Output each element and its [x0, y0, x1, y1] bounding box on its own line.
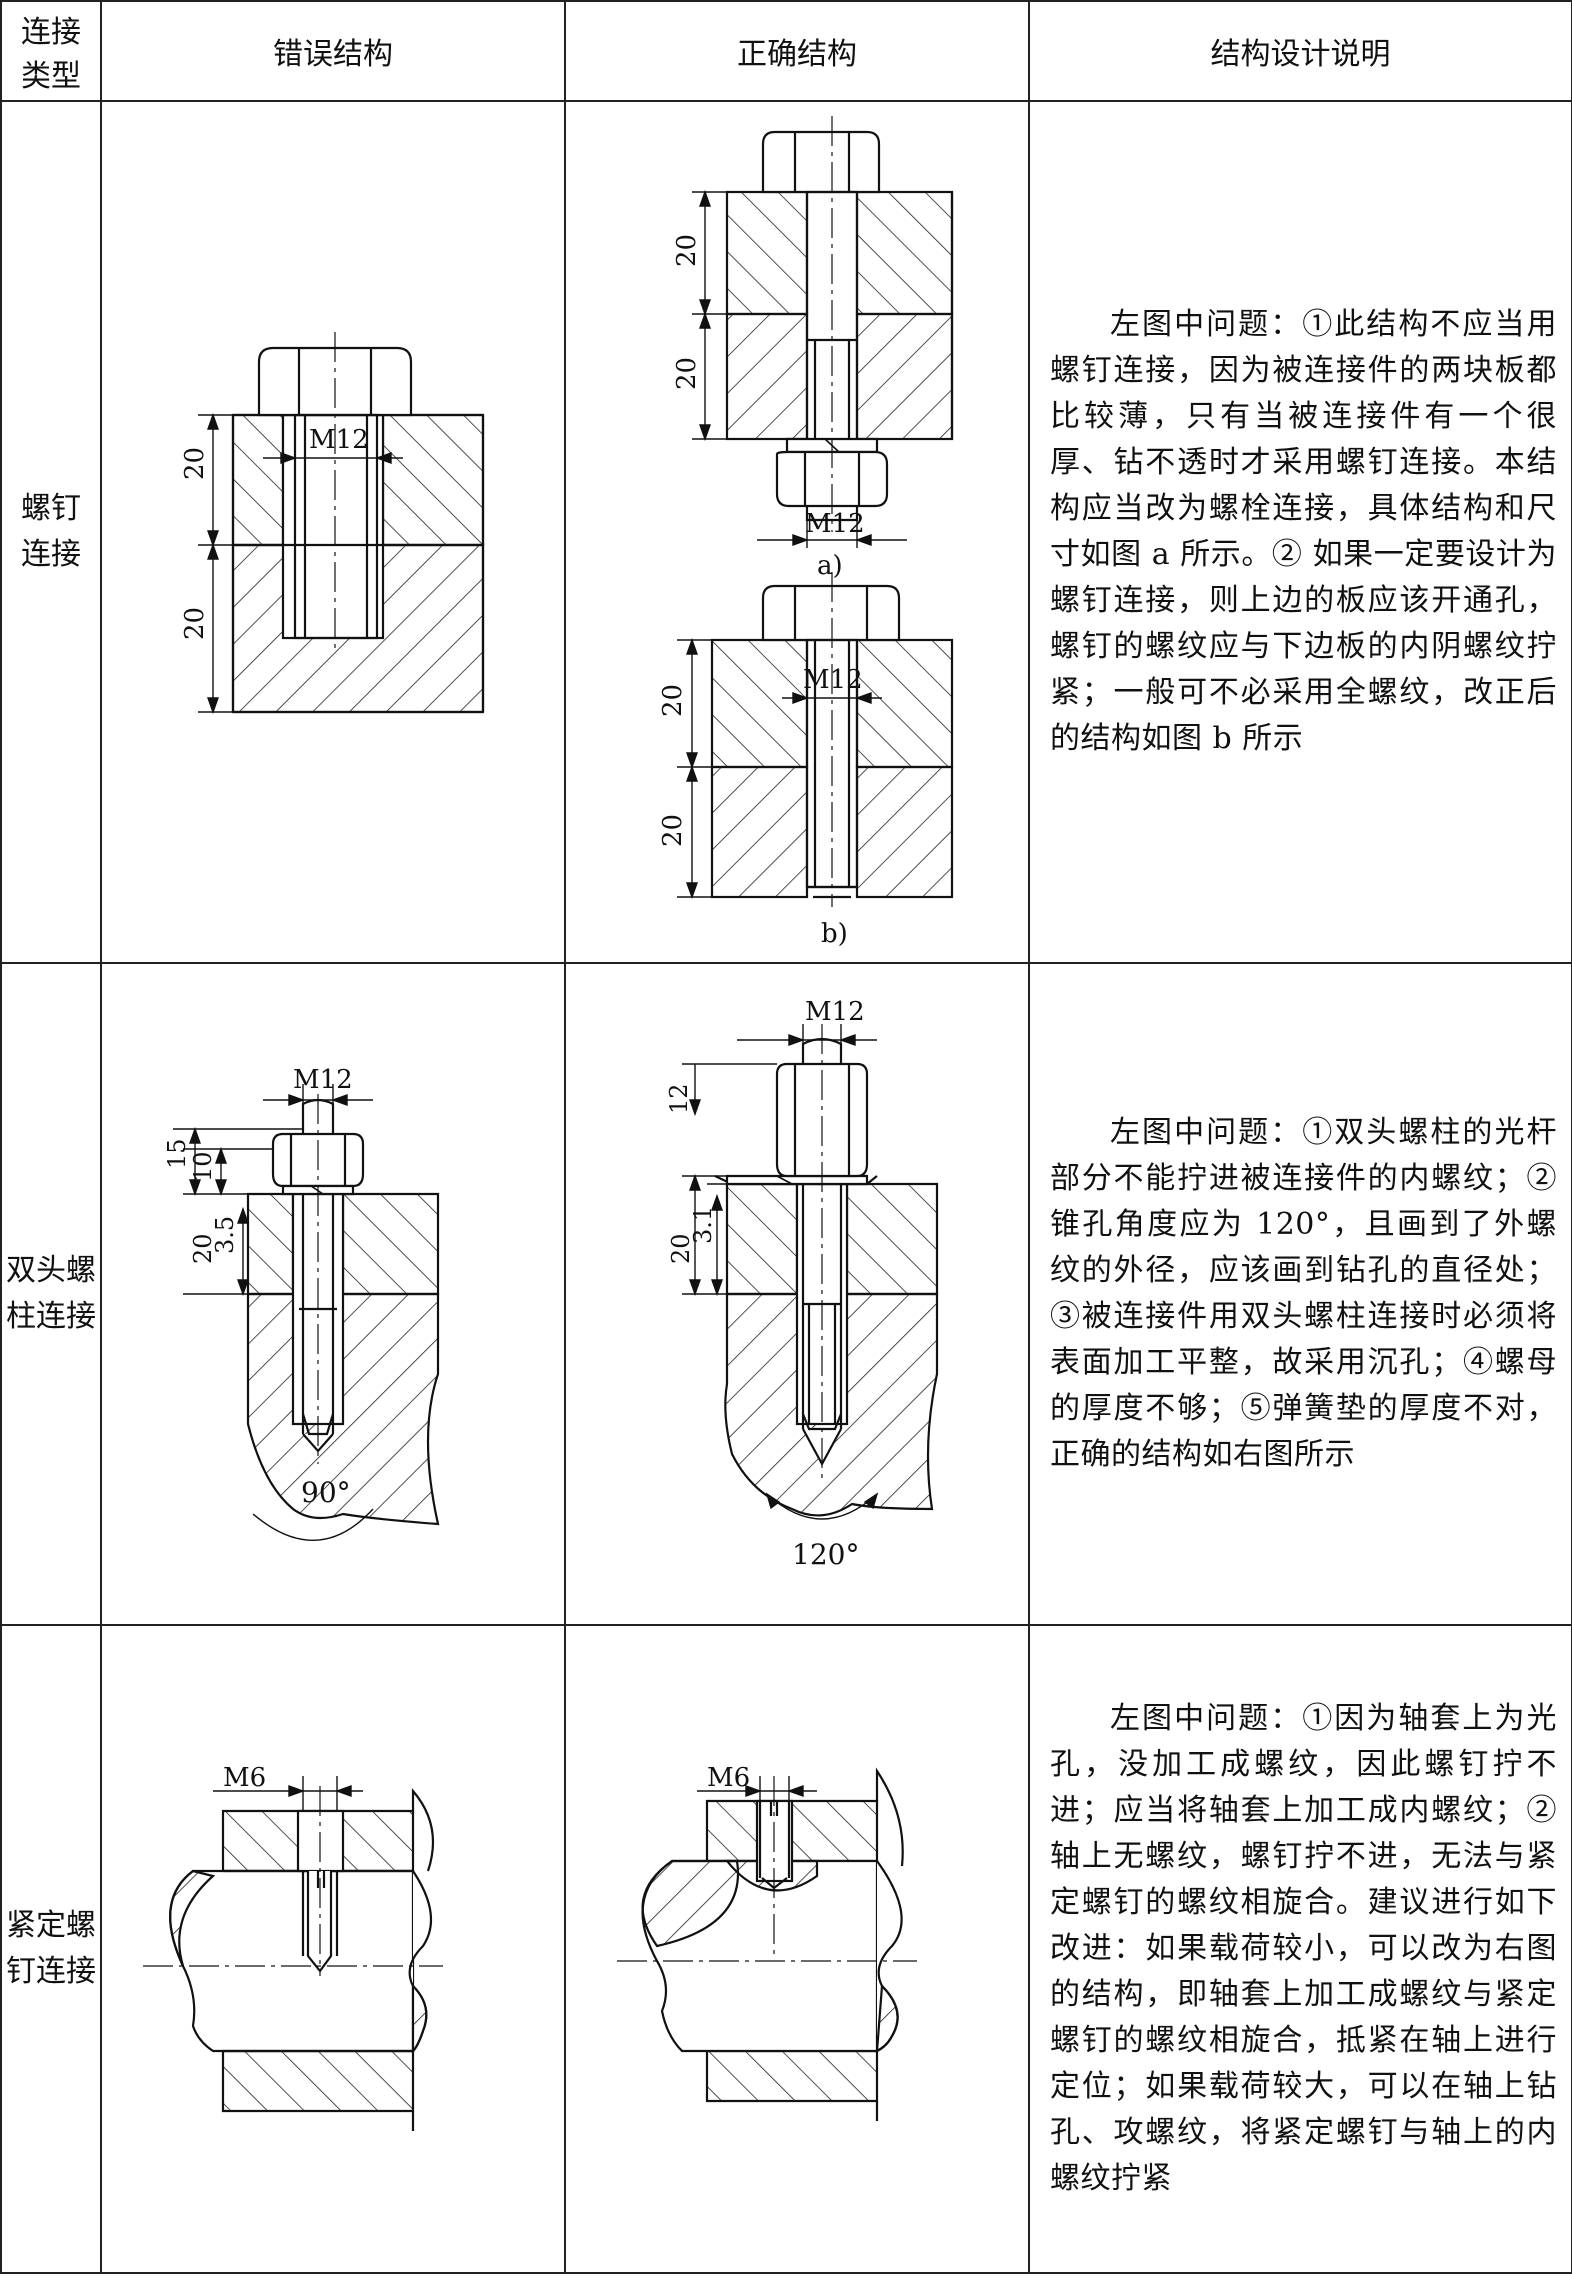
- dim-label: 20: [658, 814, 688, 847]
- right-figure-setscrew: M6: [564, 1624, 1030, 2274]
- desc-stud: 左图中问题：①双头螺柱的光杆部分不能拧进被连接件的内螺纹；② 锥孔角度应为 12…: [1028, 962, 1572, 1626]
- figure-caption-a: a): [817, 551, 843, 581]
- header-type-line1: 连接: [21, 15, 81, 50]
- type-line: 连接: [21, 537, 81, 572]
- desc-setscrew: 左图中问题：①因为轴套上为光孔，没加工成螺纹，因此螺钉拧不进；应当将轴套上加工成…: [1028, 1624, 1572, 2274]
- desc-screw: 左图中问题：①此结构不应当用螺钉连接，因为被连接件的两块板都比较薄，只有当被连接…: [1028, 100, 1572, 964]
- figure-caption-b: b): [821, 919, 848, 949]
- header-desc: 结构设计说明: [1028, 0, 1572, 102]
- header-type: 连接类型: [0, 0, 102, 102]
- row-type-screw: 螺钉连接: [0, 100, 102, 964]
- thread-label: M12: [803, 665, 863, 695]
- thread-label: M12: [805, 997, 865, 1027]
- right-figure-screw: 20 20 M12 a): [564, 100, 1030, 964]
- type-line: 双头螺: [6, 1253, 96, 1288]
- dim-label: 10: [189, 1151, 217, 1182]
- screw-wrong-drawing: 20 20 M12: [180, 332, 485, 715]
- dim-label: 15: [163, 1138, 191, 1169]
- row-type-stud: 双头螺柱连接: [0, 962, 102, 1626]
- thread-label: M12: [293, 1065, 353, 1095]
- wrong-figure-screw: 20 20 M12: [100, 100, 566, 964]
- dim-label: 3.1: [689, 1206, 717, 1244]
- desc-text: 左图中问题：①双头螺柱的光杆部分不能拧进被连接件的内螺纹；② 锥孔角度应为 12…: [1050, 1115, 1557, 1472]
- type-line: 柱连接: [6, 1299, 96, 1334]
- desc-text: 左图中问题：①因为轴套上为光孔，没加工成螺纹，因此螺钉拧不进；应当将轴套上加工成…: [1050, 1701, 1557, 2196]
- dim-label: 20: [180, 447, 210, 480]
- stud-wrong-drawing: M12 15 10 3.5 20 90°: [163, 1065, 440, 1541]
- row-type-setscrew: 紧定螺钉连接: [0, 1624, 102, 2274]
- header-wrong: 错误结构: [100, 0, 566, 102]
- dim-label: 20: [667, 1233, 695, 1264]
- dim-label: 3.5: [211, 1216, 239, 1254]
- table-row: 螺钉连接: [0, 100, 1572, 964]
- desc-text: 左图中问题：①此结构不应当用螺钉连接，因为被连接件的两块板都比较薄，只有当被连接…: [1050, 307, 1557, 756]
- header-right: 正确结构: [564, 0, 1030, 102]
- screw-right-drawing: 20 20 M12 a): [658, 116, 954, 949]
- angle-label: 90°: [301, 1476, 351, 1509]
- dim-label: 20: [180, 607, 210, 640]
- header-type-line2: 类型: [21, 59, 81, 94]
- stud-right-drawing: M12 12 3.1 20 120°: [665, 997, 939, 1571]
- thread-label: M12: [309, 425, 369, 455]
- setscrew-wrong-drawing: M6: [143, 1763, 443, 2131]
- setscrew-right-drawing: M6: [617, 1763, 917, 2121]
- type-line: 螺钉: [21, 491, 81, 526]
- wrong-figure-stud: M12 15 10 3.5 20 90°: [100, 962, 566, 1626]
- dim-label: 12: [665, 1083, 693, 1114]
- thread-label: M6: [223, 1763, 266, 1793]
- angle-label: 120°: [792, 1538, 859, 1571]
- thread-label: M6: [707, 1763, 750, 1793]
- table-row: 紧定螺钉连接: [0, 1624, 1572, 2274]
- dim-label: 20: [672, 357, 702, 390]
- dim-label: 20: [189, 1233, 217, 1264]
- table-header-row: 连接类型 错误结构 正确结构 结构设计说明: [0, 0, 1572, 102]
- table-row: 双头螺柱连接: [0, 962, 1572, 1626]
- dim-label: 20: [658, 684, 688, 717]
- type-line: 紧定螺: [6, 1908, 96, 1943]
- right-figure-stud: M12 12 3.1 20 120°: [564, 962, 1030, 1626]
- dim-label: 20: [672, 234, 702, 267]
- wrong-figure-setscrew: M6: [100, 1624, 566, 2274]
- thread-label: M12: [805, 509, 865, 539]
- type-line: 钉连接: [6, 1954, 96, 1989]
